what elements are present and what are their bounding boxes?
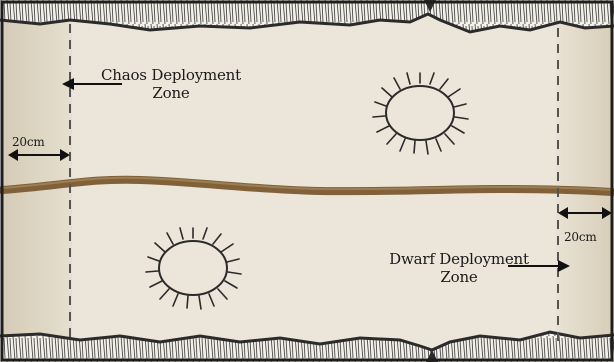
dwarf-zone-label-line2: Zone bbox=[382, 268, 536, 286]
left-distance-label: 20cm bbox=[12, 133, 45, 151]
chaos-zone-label-line1: Chaos Deployment bbox=[96, 66, 246, 84]
right-distance-label: 20cm bbox=[564, 228, 597, 246]
dwarf-deployment-zone-label: Dwarf Deployment Zone bbox=[382, 250, 536, 286]
chaos-zone-label-line2: Zone bbox=[96, 84, 246, 102]
right-edge-strip bbox=[556, 2, 612, 360]
chaos-deployment-zone-label: Chaos Deployment Zone bbox=[96, 66, 246, 102]
dwarf-zone-label-line1: Dwarf Deployment bbox=[382, 250, 536, 268]
